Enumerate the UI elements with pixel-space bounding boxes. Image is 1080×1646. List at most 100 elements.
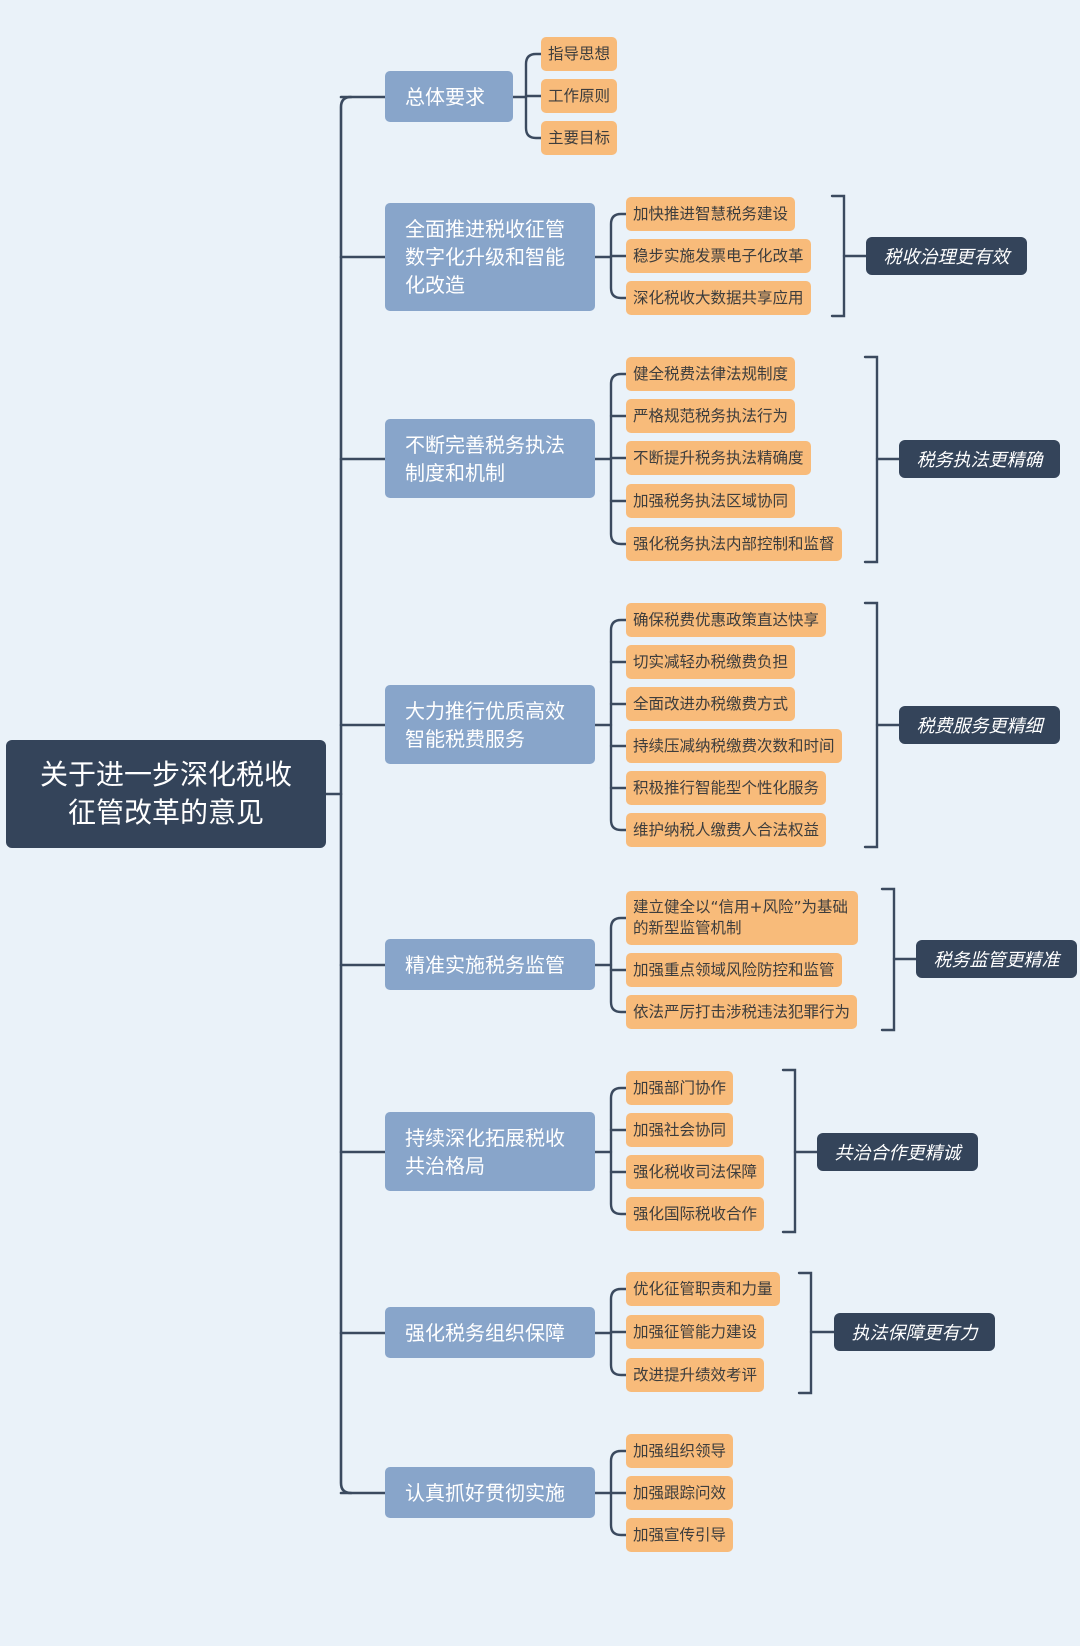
leaf-node: 依法严厉打击涉税违法犯罪行为: [626, 995, 858, 1029]
summary-node: 税费服务更精细: [899, 706, 1060, 744]
branch-label: 总体要求: [405, 84, 485, 109]
branch-node-general-requirements: 总体要求: [385, 71, 513, 122]
summary-label: 执法保障更有力: [851, 1323, 978, 1344]
leaf-node: 确保税费优惠政策直达快享: [626, 603, 827, 637]
leaf-node: 持续压减纳税缴费次数和时间: [626, 729, 842, 763]
leaf-label: 加强宣传引导: [633, 1525, 727, 1544]
leaf-node: 维护纳税人缴费人合法权益: [626, 813, 827, 847]
branch-node-implementation: 认真抓好贯彻实施: [385, 1467, 595, 1518]
leaf-label: 加强重点领域风险防控和监管: [633, 960, 835, 979]
summary-label: 税收治理更有效: [883, 247, 1010, 268]
leaf-label: 加强部门协作: [633, 1078, 727, 1097]
leaf-label: 加强税务执法区域协同: [633, 491, 789, 510]
branch-label: 精准实施税务监管: [405, 952, 565, 977]
connector-line: [830, 194, 846, 318]
leaf-label: 加强组织领导: [633, 1441, 727, 1460]
leaf-label: 强化税收司法保障: [633, 1162, 758, 1181]
branch-label: 大力推行优质高效智能税费服务: [405, 698, 565, 751]
leaf-node: 严格规范税务执法行为: [626, 399, 796, 433]
leaf-label: 强化税务执法内部控制和监督: [633, 534, 835, 553]
leaf-label: 持续压减纳税缴费次数和时间: [633, 736, 835, 755]
connector-line: [880, 887, 896, 1032]
branch-label: 全面推进税收征管数字化升级和智能化改造: [405, 217, 565, 297]
leaf-label: 主要目标: [548, 128, 611, 147]
branch-node-organization: 强化税务组织保障: [385, 1307, 595, 1358]
connector-line: [797, 1271, 813, 1395]
leaf-node: 强化税收司法保障: [626, 1155, 765, 1189]
connector-line: [609, 1086, 628, 1216]
leaf-node: 加强跟踪问效: [626, 1476, 734, 1510]
connector-line: [781, 1068, 797, 1234]
leaf-node: 优化征管职责和力量: [626, 1272, 780, 1306]
root-title: 关于进一步深化税收征管改革的意见: [39, 758, 292, 829]
branch-node-tax-supervision: 精准实施税务监管: [385, 939, 595, 990]
leaf-node: 强化国际税收合作: [626, 1197, 765, 1231]
connector-line: [863, 601, 879, 849]
leaf-label: 深化税收大数据共享应用: [633, 288, 804, 307]
leaf-label: 加强跟踪问效: [633, 1483, 727, 1502]
leaf-node: 加强社会协同: [626, 1113, 734, 1147]
leaf-node: 健全税费法律法规制度: [626, 357, 796, 391]
branch-label: 强化税务组织保障: [405, 1320, 565, 1345]
summary-label: 税费服务更精细: [916, 716, 1043, 737]
summary-label: 税务执法更精确: [916, 450, 1043, 471]
leaf-node: 主要目标: [541, 121, 618, 155]
summary-node: 税收治理更有效: [866, 237, 1027, 275]
leaf-node: 稳步实施发票电子化改革: [626, 239, 811, 273]
branch-node-co-governance: 持续深化拓展税收共治格局: [385, 1112, 595, 1191]
summary-node: 共治合作更精诚: [817, 1133, 978, 1171]
connector-line: [863, 355, 879, 564]
connector-line: [609, 618, 628, 832]
leaf-label: 严格规范税务执法行为: [633, 406, 789, 425]
branch-node-tax-services: 大力推行优质高效智能税费服务: [385, 685, 595, 764]
leaf-label: 稳步实施发票电子化改革: [633, 246, 804, 265]
leaf-label: 加快推进智慧税务建设: [633, 204, 789, 223]
branch-node-law-enforcement: 不断完善税务执法制度和机制: [385, 419, 595, 498]
leaf-label: 加强征管能力建设: [633, 1322, 758, 1341]
summary-node: 税务执法更精确: [899, 440, 1060, 478]
leaf-label: 工作原则: [548, 86, 611, 105]
leaf-label: 改进提升绩效考评: [633, 1365, 758, 1384]
leaf-label: 全面改进办税缴费方式: [633, 694, 789, 713]
leaf-label: 维护纳税人缴费人合法权益: [633, 820, 820, 839]
leaf-node: 加强组织领导: [626, 1434, 734, 1468]
leaf-label: 强化国际税收合作: [633, 1204, 758, 1223]
leaf-label: 建立健全以“信用+风险”为基础的新型监管机制: [633, 898, 849, 937]
branch-label: 认真抓好贯彻实施: [405, 1480, 565, 1505]
leaf-node: 工作原则: [541, 79, 618, 113]
leaf-node: 全面改进办税缴费方式: [626, 687, 796, 721]
leaf-label: 确保税费优惠政策直达快享: [633, 610, 820, 629]
connector-line: [339, 95, 353, 1495]
leaf-label: 加强社会协同: [633, 1120, 727, 1139]
leaf-node: 指导思想: [541, 37, 618, 71]
leaf-label: 不断提升税务执法精确度: [633, 448, 804, 467]
leaf-node: 建立健全以“信用+风险”为基础的新型监管机制: [626, 891, 858, 945]
leaf-node: 改进提升绩效考评: [626, 1358, 765, 1392]
leaf-node: 加强征管能力建设: [626, 1315, 765, 1349]
root-node: 关于进一步深化税收征管改革的意见: [6, 740, 326, 848]
leaf-node: 强化税务执法内部控制和监督: [626, 527, 842, 561]
leaf-node: 积极推行智能型个性化服务: [626, 771, 827, 805]
leaf-label: 健全税费法律法规制度: [633, 364, 789, 383]
summary-node: 税务监管更精准: [916, 940, 1077, 978]
leaf-label: 积极推行智能型个性化服务: [633, 778, 820, 797]
leaf-label: 依法严厉打击涉税违法犯罪行为: [633, 1002, 851, 1021]
branch-label: 不断完善税务执法制度和机制: [405, 432, 565, 485]
leaf-label: 优化征管职责和力量: [633, 1279, 773, 1298]
leaf-node: 加强部门协作: [626, 1071, 734, 1105]
summary-node: 执法保障更有力: [834, 1313, 995, 1351]
connector-line: [609, 916, 628, 1014]
leaf-node: 切实减轻办税缴费负担: [626, 645, 796, 679]
branch-label: 持续深化拓展税收共治格局: [405, 1125, 565, 1178]
leaf-node: 加强税务执法区域协同: [626, 484, 796, 518]
branch-node-digital-upgrade: 全面推进税收征管数字化升级和智能化改造: [385, 203, 595, 311]
leaf-node: 加快推进智慧税务建设: [626, 197, 796, 231]
leaf-label: 指导思想: [548, 44, 611, 63]
leaf-label: 切实减轻办税缴费负担: [633, 652, 789, 671]
leaf-node: 加强重点领域风险防控和监管: [626, 953, 842, 987]
leaf-node: 加强宣传引导: [626, 1518, 734, 1552]
leaf-node: 不断提升税务执法精确度: [626, 441, 811, 475]
summary-label: 税务监管更精准: [933, 950, 1060, 971]
summary-label: 共治合作更精诚: [834, 1143, 961, 1164]
